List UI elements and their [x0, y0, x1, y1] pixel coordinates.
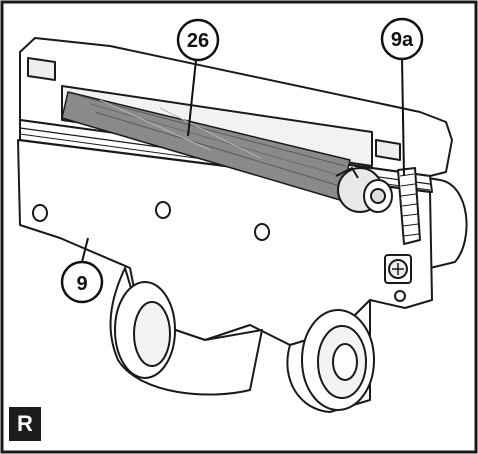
left-lower-wheel: [114, 281, 176, 379]
leader-lines: [81, 57, 405, 263]
leader-line-9a: [401, 57, 405, 177]
leader-line-9: [81, 237, 89, 263]
callout-9: 9: [60, 260, 104, 304]
base-hole-2: [155, 201, 171, 219]
brush-roll-head-illustration: [17, 37, 468, 413]
brush-end-cap: [335, 167, 393, 213]
leader-line-26: [187, 59, 197, 137]
callout-9a: 9a: [380, 17, 424, 61]
callout-26: 26: [176, 18, 220, 62]
right-lower-wheel: [286, 299, 375, 413]
right-wheel-housing: [427, 177, 468, 269]
base-hole-3: [254, 223, 270, 241]
right-corner-tab: [375, 139, 401, 161]
belt-cover: [397, 167, 421, 245]
housing-screw: [384, 254, 412, 302]
side-badge: R: [9, 407, 41, 441]
callout-label-26: 26: [187, 30, 209, 52]
callout-label-9a: 9a: [391, 29, 414, 51]
base-hole-1: [32, 204, 48, 222]
left-corner-tab: [27, 57, 56, 81]
callout-label-9: 9: [76, 273, 87, 295]
